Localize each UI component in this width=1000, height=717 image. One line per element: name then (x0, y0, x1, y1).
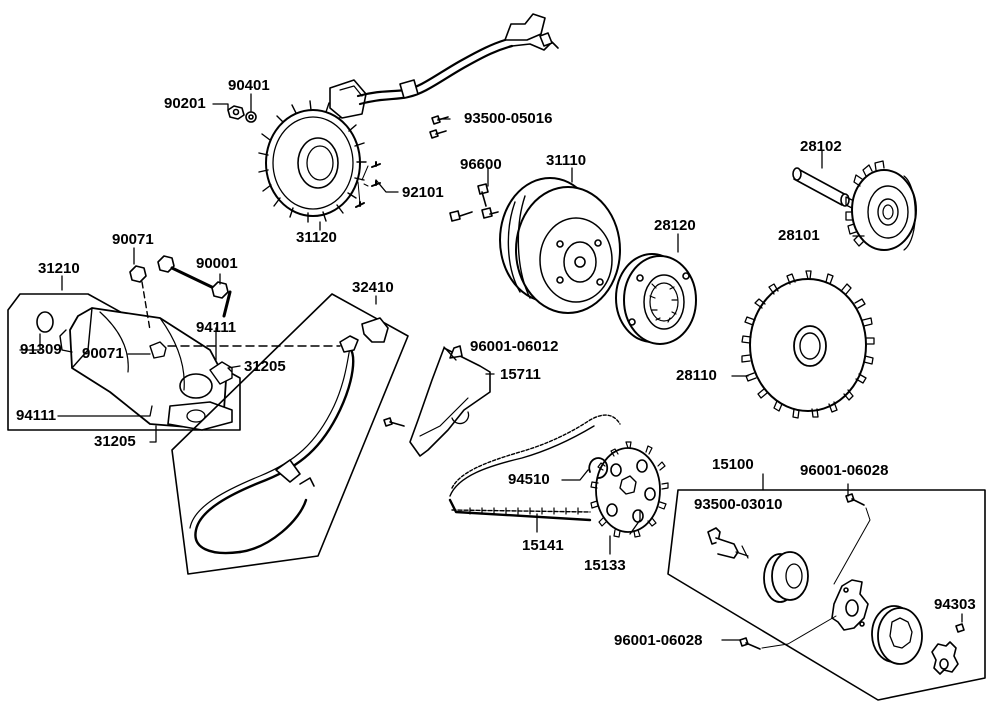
part-label-15133: 15133 (584, 557, 626, 574)
starter-cable-32410 (171, 293, 409, 575)
part-label-93500-03010: 93500-03010 (694, 496, 783, 513)
oil-pump-15100 (667, 489, 986, 701)
part-label-28110: 28110 (676, 367, 717, 384)
part-label-90001: 90001 (196, 255, 238, 272)
starter-motor-31210 (7, 293, 241, 431)
part-label-15141: 15141 (522, 537, 564, 554)
part-label-31110: 31110 (546, 152, 587, 169)
bolt-96001-06012 (383, 417, 405, 427)
part-label-94111-bottom: 94111 (16, 407, 57, 424)
part-label-28120: 28120 (654, 217, 696, 234)
bolts-90071-90001 (129, 255, 232, 331)
starter-clutch-28120 (615, 253, 697, 345)
flywheel-31110 (499, 177, 621, 314)
cover-15711 (409, 345, 491, 457)
gear-28110 (741, 270, 875, 419)
part-label-96001-06012: 96001-06012 (470, 338, 559, 355)
part-label-15711: 15711 (500, 366, 541, 383)
part-label-93500-05016: 93500-05016 (464, 110, 553, 127)
part-label-90071-top: 90071 (112, 231, 154, 248)
stator-31120 (258, 13, 559, 223)
part-label-94111-top: 94111 (196, 319, 237, 336)
part-label-28102: 28102 (800, 138, 842, 155)
bolts-96600 (449, 183, 499, 222)
part-label-92101: 92101 (402, 184, 444, 201)
hardware-90201-90401 (227, 105, 257, 123)
bolts-93500-05016 (429, 115, 449, 139)
screws-92101 (355, 161, 381, 208)
part-label-31205-bottom: 31205 (94, 433, 136, 450)
part-label-31210: 31210 (38, 260, 80, 277)
part-label-90071-mid: 90071 (82, 345, 124, 362)
part-label-96001-06028-bottom: 96001-06028 (614, 632, 703, 649)
shaft-28102 (792, 167, 850, 207)
gear-28101 (845, 160, 917, 251)
part-label-96600: 96600 (460, 156, 502, 173)
part-label-91309: 91309 (20, 341, 62, 358)
part-label-96001-06028-top: 96001-06028 (800, 462, 889, 479)
part-label-28101: 28101 (778, 227, 820, 244)
chain-15141 (448, 414, 621, 522)
leader-lines (19, 93, 963, 641)
part-label-94510: 94510 (508, 471, 550, 488)
part-label-15100: 15100 (712, 456, 754, 473)
sprocket-15133 (590, 441, 669, 538)
circlip-94510 (588, 457, 609, 479)
part-label-90401: 90401 (228, 77, 270, 94)
part-label-90201: 90201 (164, 95, 206, 112)
part-label-31205-top: 31205 (244, 358, 286, 375)
part-label-32410: 32410 (352, 279, 394, 296)
part-label-31120: 31120 (296, 229, 337, 246)
part-label-94303: 94303 (934, 596, 976, 613)
